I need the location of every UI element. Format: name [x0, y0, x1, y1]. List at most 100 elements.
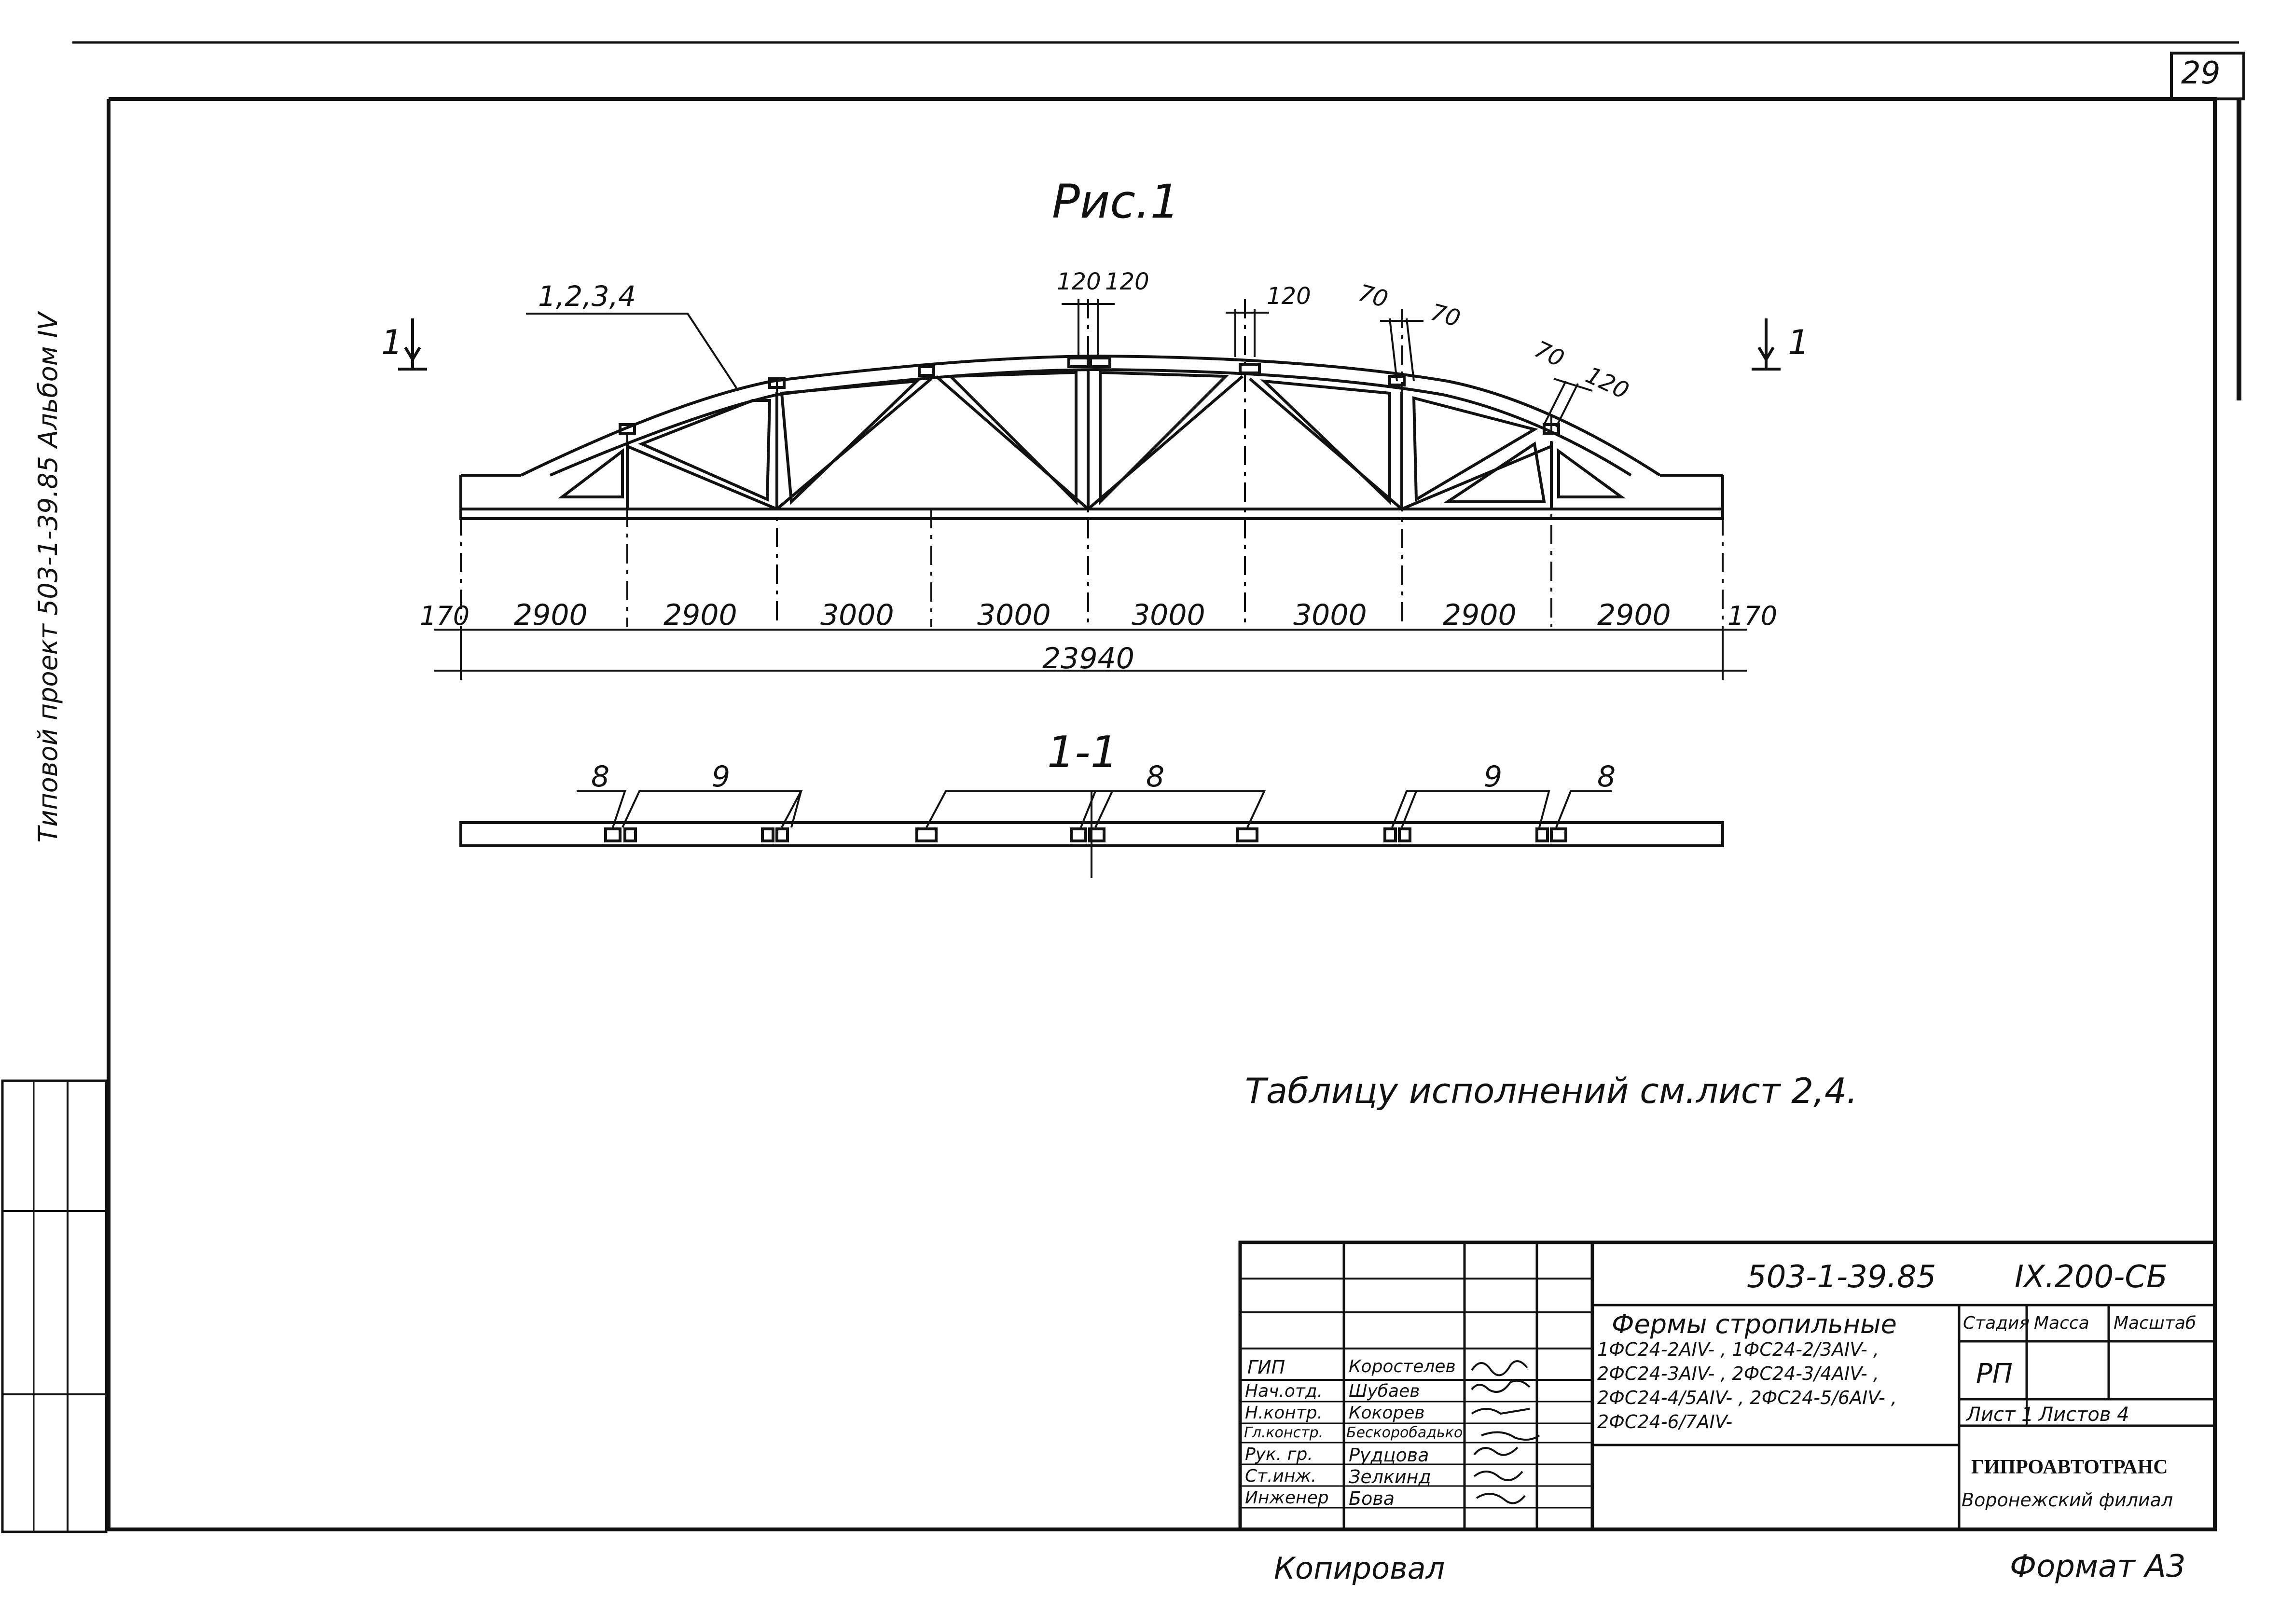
- top-dim-label: 70: [1355, 279, 1391, 313]
- truss-elevation: [459, 354, 1724, 520]
- staff-role: Гл.констр.: [1244, 1424, 1324, 1441]
- truss-panel-2: [638, 399, 772, 502]
- section-callout: 9: [712, 760, 731, 794]
- truss-panel-1: [558, 448, 624, 498]
- staff-role: Нач.отд.: [1245, 1381, 1323, 1401]
- frame-border: [107, 97, 2217, 1531]
- section-insert: [1088, 827, 1105, 842]
- truss-insert: [1067, 357, 1090, 368]
- truss-panel-8: [1557, 448, 1626, 498]
- title-description-line: 1ФС24-2AIV- , 1ФС24-2/3AIV- ,: [1597, 1339, 1879, 1360]
- staff-name: Рудцова: [1349, 1445, 1429, 1466]
- total-dim-label: 23940: [1042, 642, 1134, 675]
- section-title: 1-1: [1047, 727, 1118, 778]
- top-dim-label: 70: [1427, 299, 1464, 332]
- truss-panel-7: [1412, 396, 1538, 502]
- section-marker-right: [1752, 318, 1781, 371]
- format-label: Формат А3: [2010, 1549, 2186, 1584]
- staff-name: Зелкинд: [1349, 1466, 1431, 1487]
- truss-insert: [1089, 357, 1111, 368]
- span-dim-label: 3000: [1132, 598, 1205, 632]
- side-stamp-text: Типовой проект 503-1-39.85 Альбом IV: [33, 312, 63, 843]
- staff-role: ГИП: [1247, 1357, 1285, 1378]
- section-insert: [1550, 827, 1567, 842]
- section-insert: [915, 827, 938, 842]
- section-insert: [761, 827, 774, 842]
- staff-role: Ст.инж.: [1245, 1466, 1317, 1486]
- section-insert: [1383, 827, 1397, 842]
- staff-name: Кокорев: [1349, 1403, 1425, 1423]
- top-dim-label: 120: [1105, 268, 1149, 295]
- truss-centre-lines: [460, 299, 1724, 627]
- title-description-line: 2ФС24-6/7AIV-: [1597, 1411, 1733, 1432]
- truss-insert: [1239, 363, 1261, 374]
- sheet-label: Лист 1: [1966, 1404, 2034, 1426]
- elements-label: 1,2,3,4: [538, 280, 636, 313]
- top-dimension-marks: [1062, 299, 1593, 427]
- span-dim-label: 3000: [977, 598, 1051, 632]
- title-block-grid: [1238, 1240, 2217, 1531]
- top-dim-label: 120: [1267, 283, 1311, 310]
- copied-by-label: Копировал: [1274, 1551, 1445, 1586]
- span-dim-label: 2900: [514, 598, 588, 632]
- section-insert: [1236, 827, 1258, 842]
- staff-name: Бова: [1349, 1488, 1395, 1509]
- elements-leader: [526, 313, 739, 392]
- truss-diagonal: [626, 445, 778, 510]
- truss-top-chord-outer: [520, 354, 1661, 477]
- execution-table-note: Таблицу исполнений см.лист 2,4.: [1245, 1071, 1858, 1111]
- truss-top-chord-inner: [549, 368, 1632, 477]
- truss-panel-4: [947, 371, 1078, 506]
- span-dim-label: 3000: [1293, 598, 1367, 632]
- title-description-line: Фермы стропильные: [1612, 1309, 1897, 1339]
- title-description-line: 2ФС24-3AIV- , 2ФС24-3/4AIV- ,: [1597, 1363, 1879, 1384]
- staff-role: Н.контр.: [1245, 1403, 1323, 1423]
- sheets-label: Листов 4: [2039, 1404, 2129, 1426]
- span-dim-label: 2900: [1597, 598, 1671, 632]
- truss-panel-3: [780, 379, 921, 505]
- truss-diagonal: [776, 377, 932, 510]
- scale-header: Масштаб: [2114, 1313, 2197, 1333]
- section-callout: 9: [1484, 760, 1503, 794]
- sheet-number-box: [2170, 52, 2245, 100]
- title-description-line: 2ФС24-4/5AIV- , 2ФС24-5/6AIV- ,: [1597, 1387, 1897, 1408]
- section-marker-left: [398, 318, 427, 371]
- sheet-number: 29: [2181, 55, 2221, 91]
- mass-header: Масса: [2034, 1313, 2089, 1333]
- span-dim-label: 170: [420, 601, 470, 631]
- truss-diagonal: [935, 375, 1089, 510]
- signatures: [1471, 1360, 1540, 1504]
- stage-value: РП: [1976, 1358, 2013, 1390]
- figure-title: Рис.1: [1052, 175, 1180, 229]
- section-insert: [1070, 827, 1087, 842]
- top-dim-label: 120: [1057, 268, 1101, 295]
- section-callout: 8: [1597, 760, 1616, 794]
- section-mark-right: 1: [1788, 323, 1810, 362]
- section-leaders: [577, 790, 1612, 828]
- dimension-lines: [434, 627, 1747, 680]
- section-insert: [623, 827, 637, 842]
- truss-panel-6: [1260, 379, 1391, 506]
- section-1-1: [459, 791, 1724, 878]
- staff-name: Шубаев: [1349, 1381, 1420, 1401]
- binding-strip: [1, 1079, 108, 1533]
- truss-diagonal: [1249, 377, 1403, 510]
- section-insert: [1398, 827, 1411, 842]
- section-insert: [1535, 827, 1549, 842]
- branch-name: Воронежский филиал: [1962, 1489, 2173, 1511]
- document-code: 503-1-39.85: [1747, 1259, 1936, 1295]
- truss-diagonal: [1087, 375, 1244, 510]
- truss-insert: [619, 423, 636, 435]
- span-dim-label: 170: [1727, 601, 1778, 631]
- organization-name: ГИПРОАВТОТРАНС: [1971, 1456, 2168, 1478]
- truss-diagonal: [1401, 445, 1552, 510]
- section-mark-left: 1: [381, 323, 403, 362]
- truss-panel-5: [1099, 371, 1230, 506]
- span-dim-label: 2900: [663, 598, 737, 632]
- span-dim-label: 3000: [820, 598, 894, 632]
- truss-insert: [918, 365, 935, 377]
- section-insert: [604, 827, 622, 842]
- staff-name: Коростелев: [1349, 1357, 1456, 1376]
- section-callout: 8: [591, 760, 610, 794]
